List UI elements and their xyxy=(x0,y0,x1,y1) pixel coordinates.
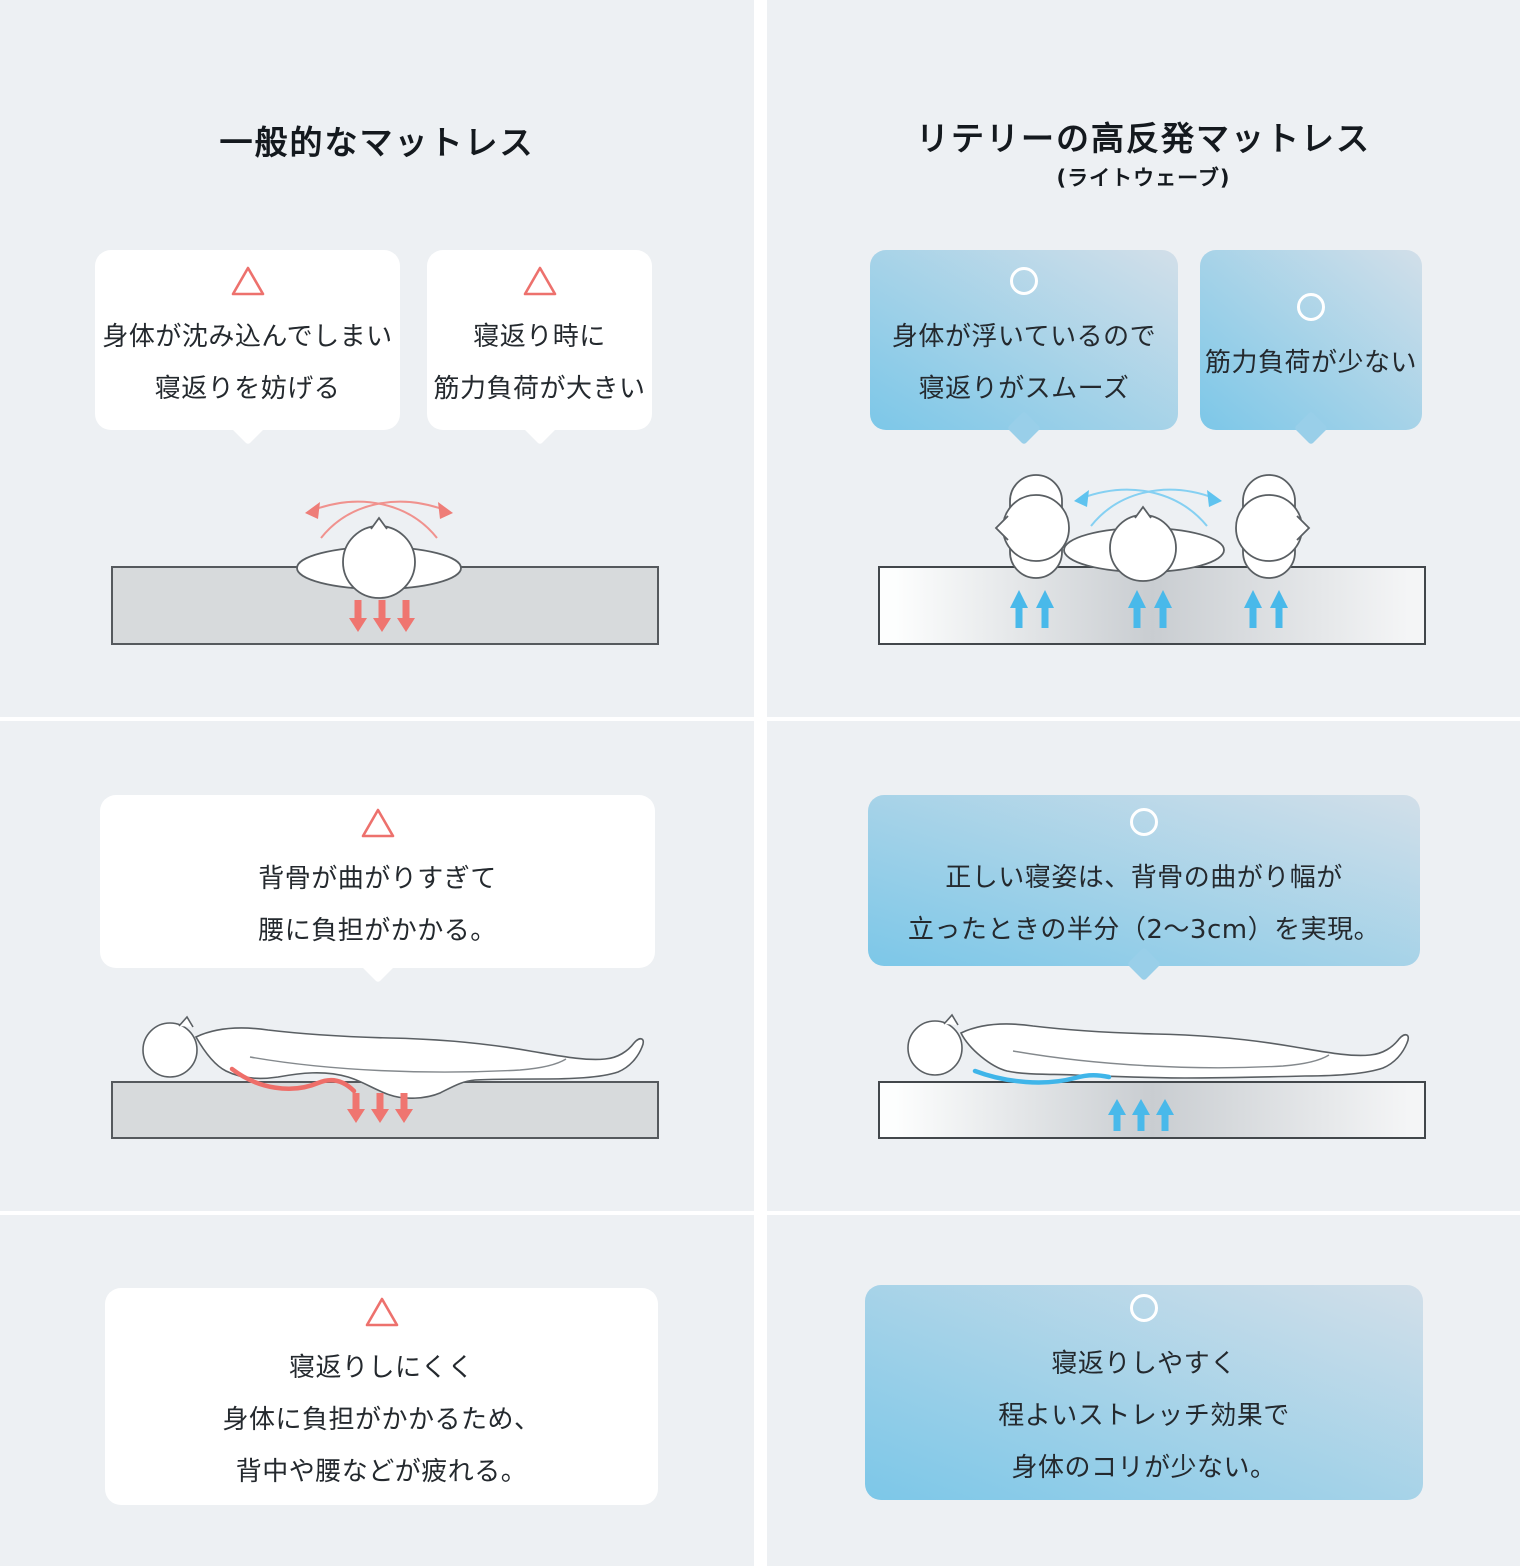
summary-bubble-literie: 寝返りしやすく 程よいストレッチ効果で 身体のコリが少ない。 xyxy=(865,1285,1423,1500)
panel-general-turning: 一般的なマットレス 身体が沈み込んでしまい 寝返りを妨げる 寝返り時に 筋力負荷… xyxy=(0,0,754,717)
arrowhead xyxy=(1074,490,1089,507)
speech-bubble-sinking: 身体が沈み込んでしまい 寝返りを妨げる xyxy=(95,250,400,430)
head xyxy=(142,1022,198,1078)
straight-spine-illustration xyxy=(878,1013,1426,1139)
nose xyxy=(943,1013,959,1026)
lying-body xyxy=(959,1023,1410,1079)
panel-literie-summary: 寝返りしやすく 程よいストレッチ効果で 身体のコリが少ない。 xyxy=(767,1215,1520,1566)
turn-arrows-red-icon xyxy=(312,500,446,539)
bubble-text-line: 寝返りがスムーズ xyxy=(918,374,1130,404)
good-circle-icon xyxy=(1128,806,1160,838)
speech-bubble-muscle-load-high: 寝返り時に 筋力負荷が大きい xyxy=(427,250,652,430)
pressure-down-arrows xyxy=(347,1093,413,1123)
literie-mattress-title: リテリーの高反発マットレス xyxy=(916,119,1371,158)
arrowhead xyxy=(1207,490,1222,507)
good-circle-icon xyxy=(1008,265,1040,297)
caution-triangle-icon xyxy=(230,265,266,297)
bubble-text-line: 寝返りしにくく xyxy=(289,1352,474,1383)
bubble-text-line: 身体のコリが少ない。 xyxy=(1011,1452,1277,1483)
arrowhead xyxy=(305,502,320,519)
literie-mattress-subtitle: (ライトウェーブ) xyxy=(1056,166,1231,190)
supine-figure-center xyxy=(1063,505,1225,582)
general-mattress-title: 一般的なマットレス xyxy=(219,123,535,162)
head xyxy=(342,525,416,599)
caution-triangle-icon xyxy=(364,1296,400,1328)
bubble-text-line: 背骨が曲がりすぎて xyxy=(258,863,497,894)
straight-spine-line xyxy=(972,1068,1112,1085)
panel-general-spine: 背骨が曲がりすぎて 腰に負担がかかる。 xyxy=(0,721,754,1211)
nose xyxy=(178,1015,194,1028)
arrowhead xyxy=(438,502,453,519)
bubble-text-line: 身体に負担がかかるため、 xyxy=(222,1404,541,1435)
bubble-text-line: 筋力負荷が少ない xyxy=(1204,348,1417,378)
speech-bubble-correct-posture: 正しい寝姿は、背骨の曲がり幅が 立ったときの半分（2〜3cm）を実現。 xyxy=(868,795,1420,966)
caution-triangle-icon xyxy=(360,807,396,839)
speech-bubble-spine-bent: 背骨が曲がりすぎて 腰に負担がかかる。 xyxy=(100,795,655,968)
panel-literie-turning: リテリーの高反発マットレス (ライトウェーブ) 身体が浮いているので 寝返りがス… xyxy=(767,0,1520,717)
sinking-body-illustration xyxy=(111,500,659,645)
bubble-text-line: 背中や腰などが疲れる。 xyxy=(235,1456,528,1487)
bubble-text-line: 正しい寝姿は、背骨の曲がり幅が xyxy=(945,862,1343,893)
bubble-text-line: 程よいストレッチ効果で xyxy=(998,1400,1290,1431)
bubble-text-line: 身体が浮いているので xyxy=(891,322,1157,352)
bubble-text-line: 寝返りを妨げる xyxy=(154,374,341,404)
bubble-text-line: 腰に負担がかかる。 xyxy=(258,915,497,946)
bubble-text-line: 寝返りしやすく xyxy=(1051,1348,1237,1379)
caution-triangle-icon xyxy=(522,265,558,297)
bubble-text-line: 筋力負荷が大きい xyxy=(433,374,646,404)
speech-bubble-floating: 身体が浮いているので 寝返りがスムーズ xyxy=(870,250,1178,430)
turn-arrows-blue-icon xyxy=(1081,488,1215,527)
bent-spine-illustration xyxy=(111,1015,659,1139)
lying-body xyxy=(194,1027,645,1099)
bent-spine-line xyxy=(229,1066,357,1094)
bubble-text-line: 寝返り時に xyxy=(473,322,606,352)
side-lying-figure-left xyxy=(994,474,1070,579)
arm-line xyxy=(1012,1050,1330,1069)
pressure-down-arrows xyxy=(349,600,415,632)
lift-up-arrows xyxy=(1010,590,1288,628)
side-lying-figure-right xyxy=(1235,474,1311,579)
mattress-lightwave xyxy=(878,1081,1426,1139)
arm-line xyxy=(249,1056,567,1073)
speech-bubble-muscle-load-low: 筋力負荷が少ない xyxy=(1200,250,1422,430)
lift-up-arrows xyxy=(1108,1099,1174,1131)
summary-bubble-general: 寝返りしにくく 身体に負担がかかるため、 背中や腰などが疲れる。 xyxy=(105,1288,658,1505)
panel-literie-spine: 正しい寝姿は、背骨の曲がり幅が 立ったときの半分（2〜3cm）を実現。 xyxy=(767,721,1520,1211)
head xyxy=(907,1020,963,1076)
nose xyxy=(370,516,388,530)
panel-general-summary: 寝返りしにくく 身体に負担がかかるため、 背中や腰などが疲れる。 xyxy=(0,1215,754,1566)
smooth-turning-illustration xyxy=(878,474,1426,645)
good-circle-icon xyxy=(1295,291,1327,323)
bubble-text-line: 立ったときの半分（2〜3cm）を実現。 xyxy=(907,914,1381,945)
good-circle-icon xyxy=(1128,1292,1160,1324)
bubble-text-line: 身体が沈み込んでしまい xyxy=(102,322,393,352)
